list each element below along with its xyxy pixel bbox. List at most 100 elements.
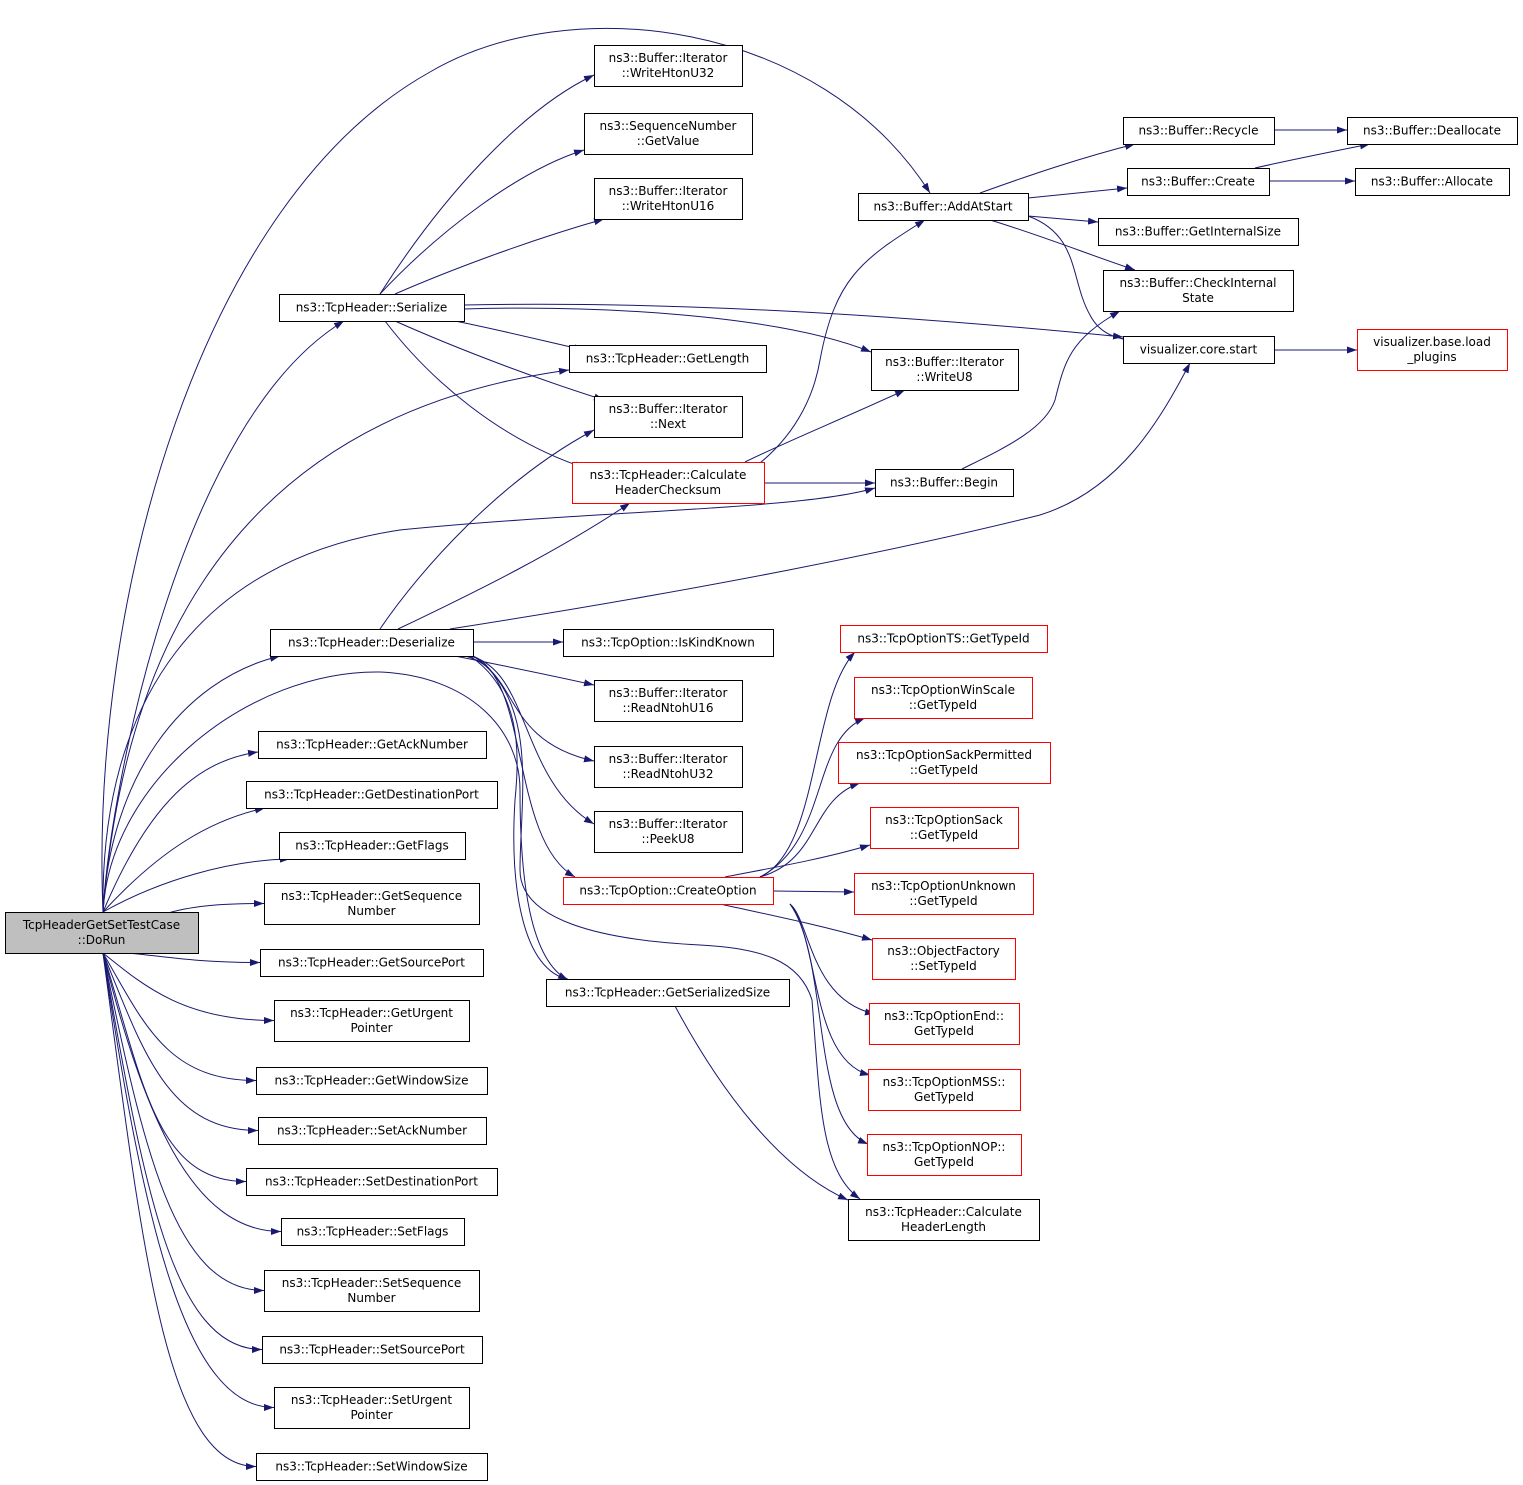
call-edge-root-to-gup — [102, 952, 275, 1024]
function-node-gws[interactable]: ns3::TcpHeader::GetWindowSize — [256, 1067, 488, 1095]
function-node-next[interactable]: ns3::Buffer::Iterator::Next — [594, 396, 743, 438]
node-label-line: ns3::TcpOptionUnknown — [871, 879, 1016, 893]
function-node-iskk[interactable]: ns3::TcpOption::IsKindKnown — [563, 629, 774, 657]
function-node-sngv[interactable]: ns3::SequenceNumber::GetValue — [584, 113, 753, 155]
function-node-getlen[interactable]: ns3::TcpHeader::GetLength — [569, 345, 767, 373]
edge-line — [394, 320, 605, 401]
node-box — [258, 731, 487, 759]
edge-line — [102, 952, 259, 1134]
function-node-sfl[interactable]: ns3::TcpHeader::SetFlags — [281, 1218, 465, 1246]
node-label-line: ::GetTypeId — [910, 828, 978, 842]
node-box — [1347, 117, 1518, 145]
function-node-ssp[interactable]: ns3::TcpHeader::SetSourcePort — [262, 1336, 483, 1364]
function-node-sack[interactable]: ns3::TcpHeader::SetAckNumber — [258, 1117, 487, 1145]
node-label-line: ns3::Buffer::Deallocate — [1363, 124, 1501, 138]
edge-line — [759, 717, 866, 878]
function-node-aas[interactable]: ns3::Buffer::AddAtStart — [858, 193, 1029, 221]
node-box — [1355, 168, 1510, 196]
node-box — [594, 811, 743, 853]
node-box — [246, 1168, 498, 1196]
function-node-alloc[interactable]: ns3::Buffer::Allocate — [1355, 168, 1510, 196]
call-edge-ser-to-next — [394, 320, 605, 401]
node-label-line: ns3::TcpOption::IsKindKnown — [581, 636, 755, 650]
node-box — [854, 873, 1034, 915]
call-edge-root-to-ser — [102, 320, 345, 913]
node-box — [1357, 329, 1508, 371]
function-node-ofst[interactable]: ns3::ObjectFactory::SetTypeId — [872, 938, 1016, 980]
function-node-gfl[interactable]: ns3::TcpHeader::GetFlags — [279, 832, 466, 860]
call-edge-deser-to-crop — [472, 655, 576, 878]
call-edge-root-to-deser — [102, 654, 281, 913]
function-node-ser[interactable]: ns3::TcpHeader::Serialize — [279, 294, 465, 322]
node-box — [838, 742, 1051, 784]
function-node-crop[interactable]: ns3::TcpOption::CreateOption — [563, 877, 774, 905]
node-label-line: ns3::TcpOption::CreateOption — [579, 884, 756, 898]
node-label-line: ns3::TcpHeader::SetDestinationPort — [265, 1175, 478, 1189]
edge-line — [463, 307, 872, 353]
edge-line — [102, 367, 570, 913]
function-node-nopgt[interactable]: ns3::TcpOptionNOP::GetTypeId — [867, 1134, 1022, 1176]
function-node-rn16[interactable]: ns3::Buffer::Iterator::ReadNtohU16 — [594, 680, 743, 722]
function-node-rn32[interactable]: ns3::Buffer::Iterator::ReadNtohU32 — [594, 746, 743, 788]
function-node-gack[interactable]: ns3::TcpHeader::GetAckNumber — [258, 731, 487, 759]
function-node-dealloc[interactable]: ns3::Buffer::Deallocate — [1347, 117, 1518, 145]
function-node-vload[interactable]: visualizer.base.load_plugins — [1357, 329, 1508, 371]
function-node-mssgt[interactable]: ns3::TcpOptionMSS::GetTypeId — [868, 1069, 1021, 1111]
node-box — [563, 629, 774, 657]
function-node-spgt[interactable]: ns3::TcpOptionSackPermitted::GetTypeId — [838, 742, 1051, 784]
function-node-tsgt[interactable]: ns3::TcpOptionTS::GetTypeId — [840, 625, 1048, 653]
function-node-pu8[interactable]: ns3::Buffer::Iterator::PeekU8 — [594, 811, 743, 853]
call-edge-crop-to-nopgt — [789, 903, 869, 1145]
function-node-recycle[interactable]: ns3::Buffer::Recycle — [1123, 117, 1275, 145]
node-label-line: ns3::TcpHeader::Serialize — [296, 301, 448, 315]
function-node-vstart[interactable]: visualizer.core.start — [1123, 336, 1275, 364]
node-box — [1123, 117, 1275, 145]
node-label-line: ns3::Buffer::GetInternalSize — [1115, 225, 1281, 239]
node-box — [279, 294, 465, 322]
function-node-wsgt[interactable]: ns3::TcpOptionWinScale::GetTypeId — [854, 677, 1033, 719]
function-node-create[interactable]: ns3::Buffer::Create — [1127, 168, 1270, 196]
function-node-sws[interactable]: ns3::TcpHeader::SetWindowSize — [256, 1453, 488, 1481]
function-node-wu8[interactable]: ns3::Buffer::Iterator::WriteU8 — [871, 349, 1019, 391]
function-node-gdp[interactable]: ns3::TcpHeader::GetDestinationPort — [246, 781, 498, 809]
function-node-wh32[interactable]: ns3::Buffer::Iterator::WriteHtonU32 — [594, 45, 743, 87]
node-label-line: _plugins — [1406, 350, 1456, 364]
function-node-gsp[interactable]: ns3::TcpHeader::GetSourcePort — [260, 949, 484, 977]
function-node-unkgt[interactable]: ns3::TcpOptionUnknown::GetTypeId — [854, 873, 1034, 915]
function-node-gss[interactable]: ns3::TcpHeader::GetSerializedSize — [546, 979, 790, 1007]
node-label-line: ns3::TcpHeader::GetSequence — [281, 889, 462, 903]
node-label-line: GetTypeId — [914, 1024, 974, 1038]
node-box — [1127, 168, 1270, 196]
function-node-root[interactable]: TcpHeaderGetSetTestCase::DoRun — [5, 912, 199, 954]
node-box — [274, 1387, 470, 1429]
edge-line — [102, 952, 247, 1185]
node-box — [584, 113, 753, 155]
node-label-line: ns3::TcpHeader::SetAckNumber — [277, 1124, 467, 1138]
node-label-line: ns3::TcpHeader::GetWindowSize — [275, 1074, 469, 1088]
node-label-line: ::DoRun — [78, 933, 126, 947]
call-edge-ser-to-vstart — [463, 303, 1124, 340]
function-node-deser[interactable]: ns3::TcpHeader::Deserialize — [270, 629, 474, 657]
function-node-sackgt[interactable]: ns3::TcpOptionSack::GetTypeId — [870, 807, 1019, 849]
node-label-line: ns3::TcpHeader::GetDestinationPort — [264, 788, 479, 802]
node-label-line: visualizer.core.start — [1140, 343, 1258, 357]
call-edge-begin-to-cis — [961, 310, 1121, 470]
call-edge-crop-to-endgt — [789, 903, 876, 1016]
node-box — [563, 877, 774, 905]
edge-line — [102, 952, 275, 1411]
function-node-sdp[interactable]: ns3::TcpHeader::SetDestinationPort — [246, 1168, 498, 1196]
node-label-line: ns3::TcpHeader::GetSourcePort — [278, 956, 465, 970]
node-label-line: ns3::TcpOptionSackPermitted — [856, 748, 1032, 762]
function-node-endgt[interactable]: ns3::TcpOptionEnd::GetTypeId — [869, 1003, 1020, 1045]
function-node-gis[interactable]: ns3::Buffer::GetInternalSize — [1098, 218, 1299, 246]
function-node-begin[interactable]: ns3::Buffer::Begin — [875, 469, 1014, 497]
function-node-wh16[interactable]: ns3::Buffer::Iterator::WriteHtonU16 — [594, 178, 743, 220]
